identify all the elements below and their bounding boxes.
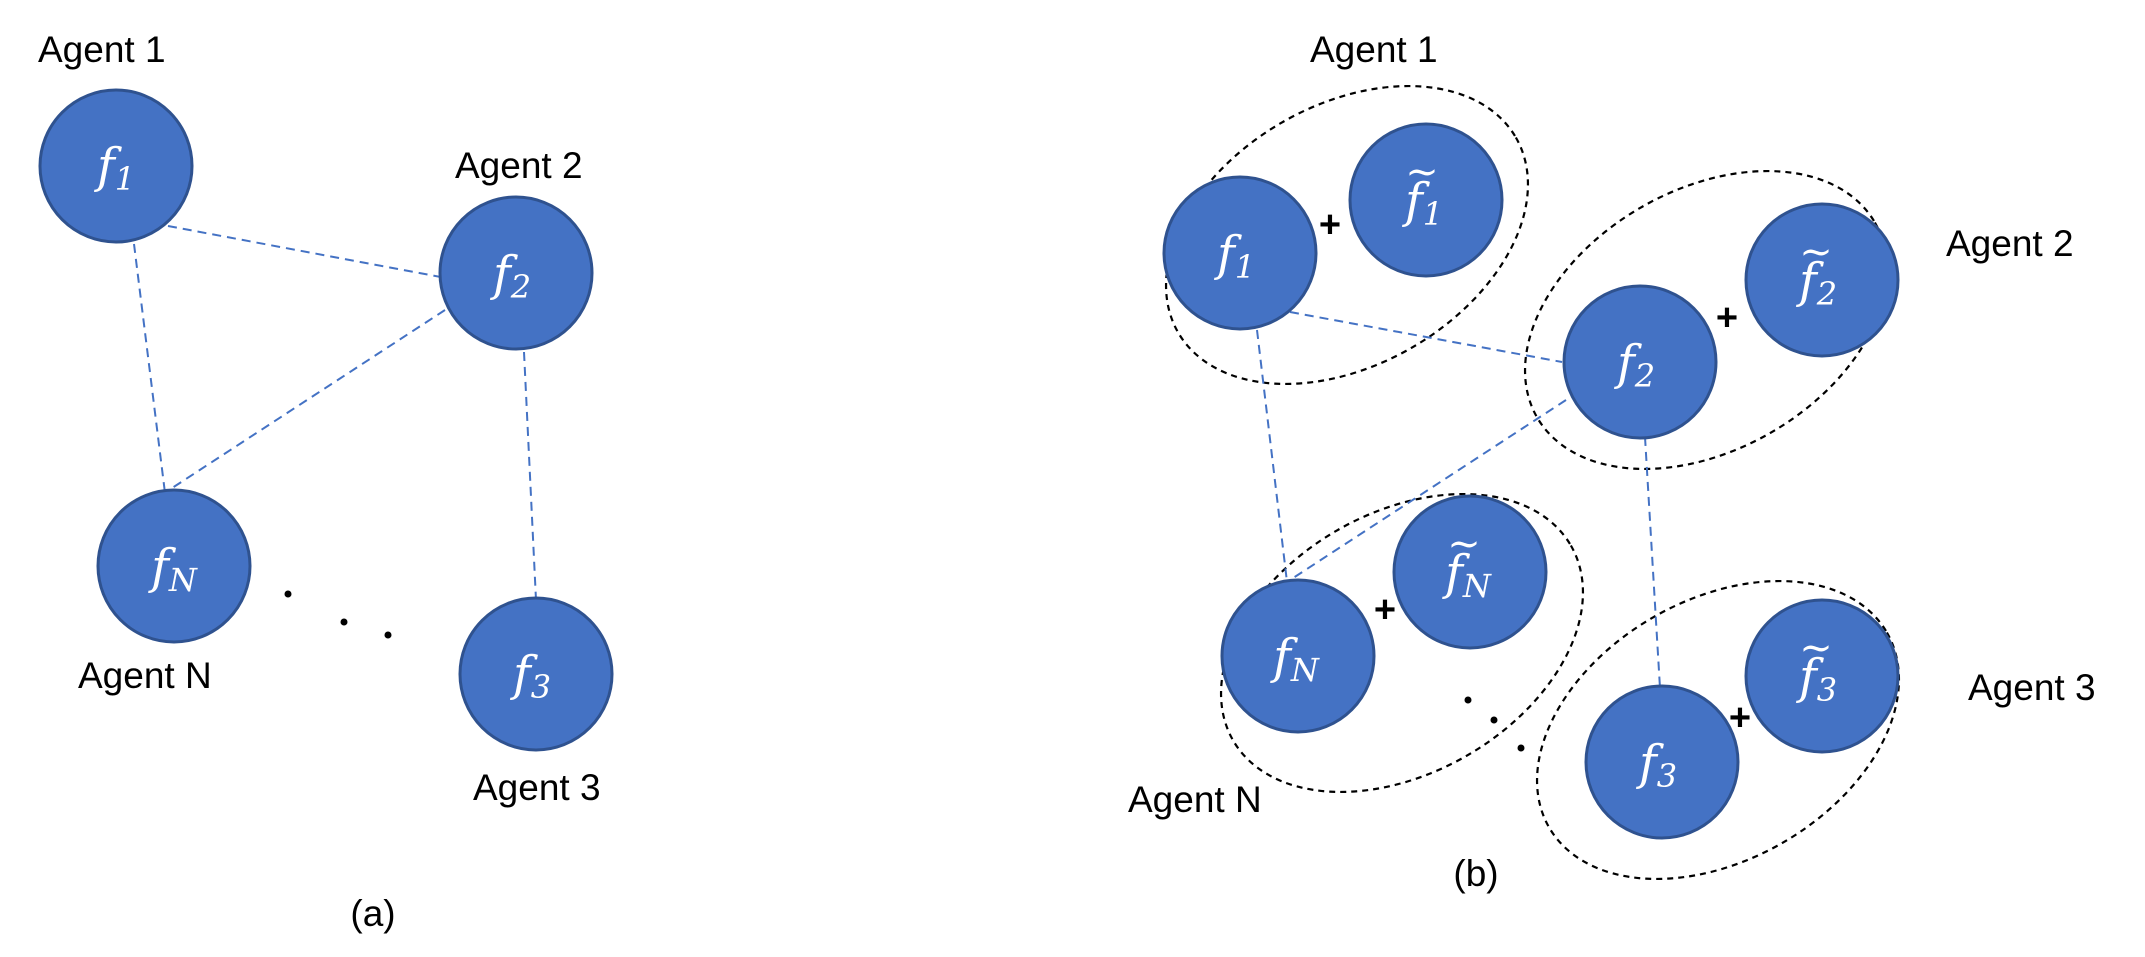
group-b-agent-1	[1164, 84, 1530, 386]
label-b-agent-2: Agent 2	[1946, 223, 2074, 264]
edge-b-2-3	[1644, 436, 1661, 689]
ellipsis-dot	[1490, 716, 1498, 724]
node-a-agent-3: f3	[458, 596, 614, 752]
label-b-agent-3: Agent 3	[1968, 667, 2096, 708]
node-b-agent-3: f3	[1584, 684, 1740, 840]
node-b-agent-n: fN	[1220, 578, 1376, 734]
svg-text:f1: f1	[1214, 226, 1255, 286]
label-b-agent-n: Agent N	[1128, 779, 1262, 820]
edge-a-1-2	[167, 225, 447, 279]
edge-b-2-n	[1286, 399, 1567, 583]
plus-sign: +	[1319, 204, 1341, 246]
svg-text:~: ~	[1405, 149, 1439, 195]
panel-b: f1 + f1 ~ f2 + f2 ~ fN + fN ~	[1128, 29, 2096, 894]
plus-sign: +	[1729, 697, 1751, 739]
node-b-agent-2: f2	[1562, 284, 1718, 440]
edge-b-1-2	[1289, 311, 1563, 363]
node-b-agent-2-tilde: f2 ~	[1744, 202, 1900, 358]
label-a-agent-3: Agent 3	[473, 767, 601, 808]
svg-text:~: ~	[1799, 229, 1833, 275]
node-b-agent-1-tilde: f1 ~	[1348, 122, 1504, 278]
label-b-agent-1: Agent 1	[1310, 29, 1438, 70]
edge-a-2-n	[165, 309, 446, 493]
plus-sign: +	[1374, 589, 1396, 631]
ellipsis-dot	[1464, 696, 1472, 704]
edge-b-1-n	[1256, 329, 1288, 583]
caption-b: (b)	[1453, 853, 1498, 894]
node-a-agent-1: f1	[38, 88, 194, 244]
ellipsis-dot	[284, 590, 292, 598]
edge-a-2-3	[523, 351, 537, 601]
node-b-agent-3-tilde: f3 ~	[1744, 598, 1900, 754]
svg-text:~: ~	[1799, 625, 1833, 671]
node-b-agent-1: f1	[1162, 175, 1318, 331]
node-a-agent-2: f2	[438, 195, 594, 351]
ellipsis-dot	[384, 631, 392, 639]
plus-sign: +	[1716, 297, 1738, 339]
edge-a-1-n	[133, 243, 166, 494]
label-a-agent-n: Agent N	[78, 655, 212, 696]
svg-text:fN: fN	[1442, 545, 1492, 605]
node-a-agent-n: fN	[96, 488, 252, 644]
group-b-agent-2	[1523, 169, 1889, 471]
group-b-agent-3	[1535, 579, 1901, 881]
node-b-agent-n-tilde: fN ~	[1392, 494, 1548, 650]
label-a-agent-1: Agent 1	[38, 29, 166, 70]
caption-a: (a)	[350, 893, 395, 934]
group-b-agent-n	[1219, 492, 1585, 794]
svg-text:~: ~	[1447, 521, 1481, 567]
ellipsis-dot	[1517, 744, 1525, 752]
ellipsis-dot	[340, 618, 348, 626]
label-a-agent-2: Agent 2	[455, 145, 583, 186]
panel-a: f1 f2 fN f3 Agent 1 Agent 2 Agent N Agen…	[38, 29, 614, 934]
